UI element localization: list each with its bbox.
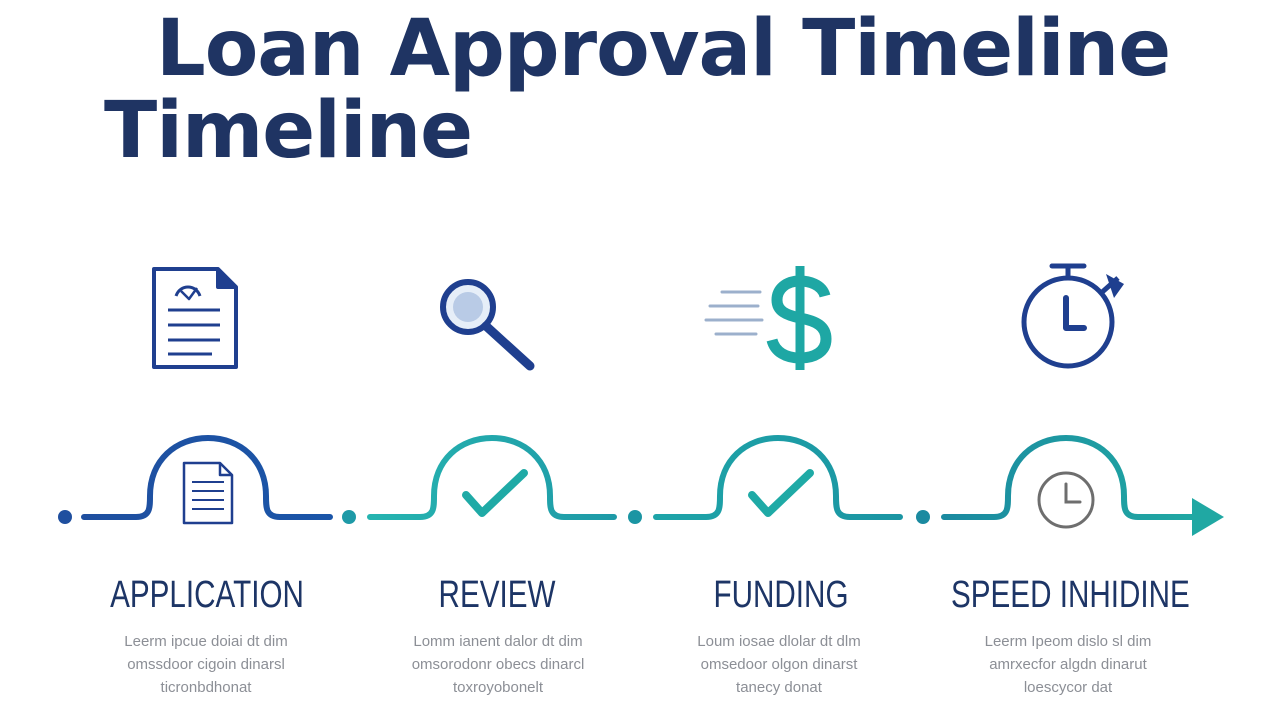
- description-line: toxroyobonelt: [452, 679, 544, 696]
- description-line: Leerm ipcue doiai dt dim: [124, 633, 288, 650]
- page-title: Loan Approval Timeline: [156, 4, 1171, 94]
- step-label-review: REVIEW: [438, 574, 556, 616]
- description-line: Leerm Ipeom dislo sl dim: [984, 633, 1152, 650]
- description-line: tanecy donat: [736, 679, 822, 696]
- checkmark-icon: [748, 469, 814, 517]
- description-line: omsorodonr obecs dinarcl: [411, 656, 585, 673]
- step-label-application: APPLICATION: [110, 574, 304, 616]
- page-title-continuation: Timeline: [104, 86, 473, 176]
- arrow-head-icon: [1192, 498, 1224, 536]
- description-line: Loum iosae dlolar dt dlm: [697, 633, 861, 650]
- magnifier-icon: [440, 279, 535, 371]
- document-icon: [152, 267, 238, 369]
- timeline-segment-2: [342, 434, 617, 524]
- step-description: Lomm ianent dalor dt dim omsorodonr obec…: [368, 630, 628, 699]
- timeline-segment-1: [58, 434, 333, 524]
- checkmark-icon: [462, 469, 528, 517]
- description-line: omsedoor olgon dinarst: [700, 656, 858, 673]
- timeline-segment-3: [628, 434, 903, 524]
- step-description: Leerm ipcue doiai dt dim omssdoor cigoin…: [76, 630, 336, 699]
- description-line: omssdoor cigoin dinarsl: [127, 656, 285, 673]
- document-icon: [182, 461, 234, 525]
- stopwatch-icon: [1021, 263, 1124, 369]
- description-line: loescycor dat: [1023, 679, 1113, 696]
- step-label-speed: SPEED INHIDINE: [951, 574, 1190, 616]
- description-line: amrxecfor algdn dinarut: [989, 656, 1147, 673]
- step-description: Loum iosae dlolar dt dlm omsedoor olgon …: [649, 630, 909, 699]
- dollar-icon: [704, 266, 832, 370]
- description-line: ticronbdhonat: [160, 679, 252, 696]
- timeline-segment-4: [916, 434, 1224, 536]
- description-line: Lomm ianent dalor dt dim: [413, 633, 583, 650]
- clock-icon: [1037, 471, 1095, 529]
- step-description: Leerm Ipeom dislo sl dim amrxecfor algdn…: [938, 630, 1198, 699]
- step-label-funding: FUNDING: [713, 574, 849, 616]
